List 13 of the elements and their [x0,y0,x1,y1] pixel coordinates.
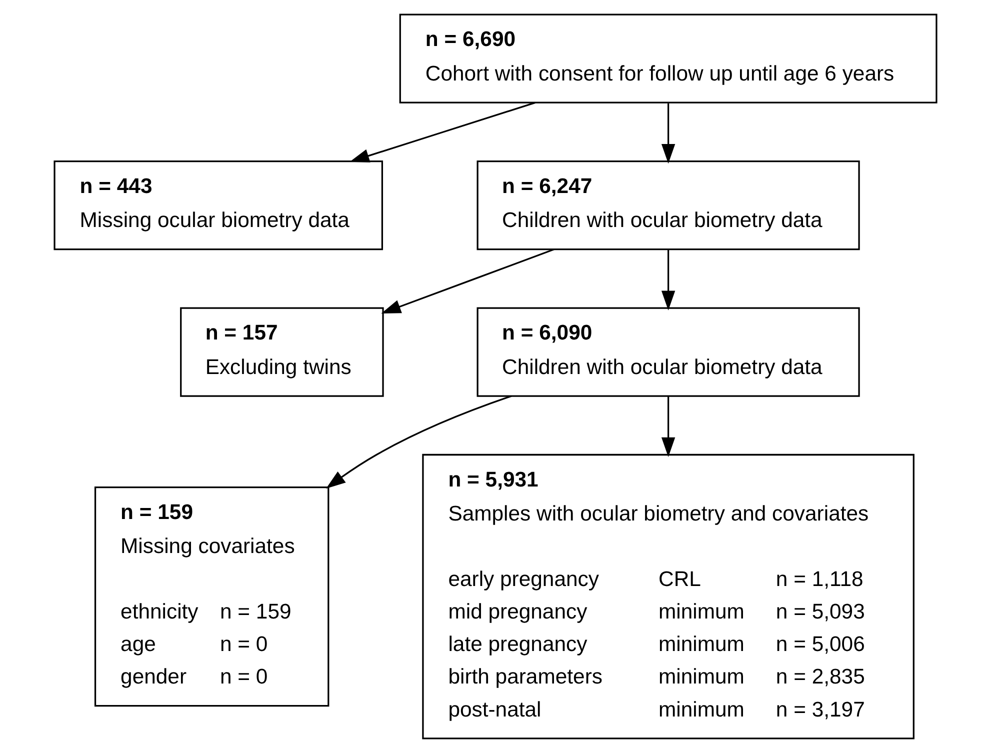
node-box: n = 6,090 Children with ocular biometry data [476,307,860,397]
node-box: n = 443 Missing ocular biometry data [54,160,384,250]
node-box: n = 6,247 Children with ocular biometry data [476,160,860,250]
arrow [326,395,512,489]
node-box: n = 6,690 Cohort with consent for follow up until age 6 years [399,14,938,104]
node-box: n = 159 Missing covariates ethnicity n = 159 age n = 0 gender n = 0 [94,486,330,707]
arrow [381,248,554,314]
node-box: n = 157 Excluding twins [180,307,384,397]
arrow [661,103,676,164]
arrow [661,250,676,310]
node-box: n = 5,931 Samples with ocular biometry and covariates early pregnancy CRL n = 1,118 mid pregnancy minimum n = 5,093 late pregnancy minimum n = 5,006 birth parameters minimum n = 2,835 post-natal minimum n = 3,197 [422,454,914,740]
arrow [661,396,676,457]
arrow [350,102,536,162]
